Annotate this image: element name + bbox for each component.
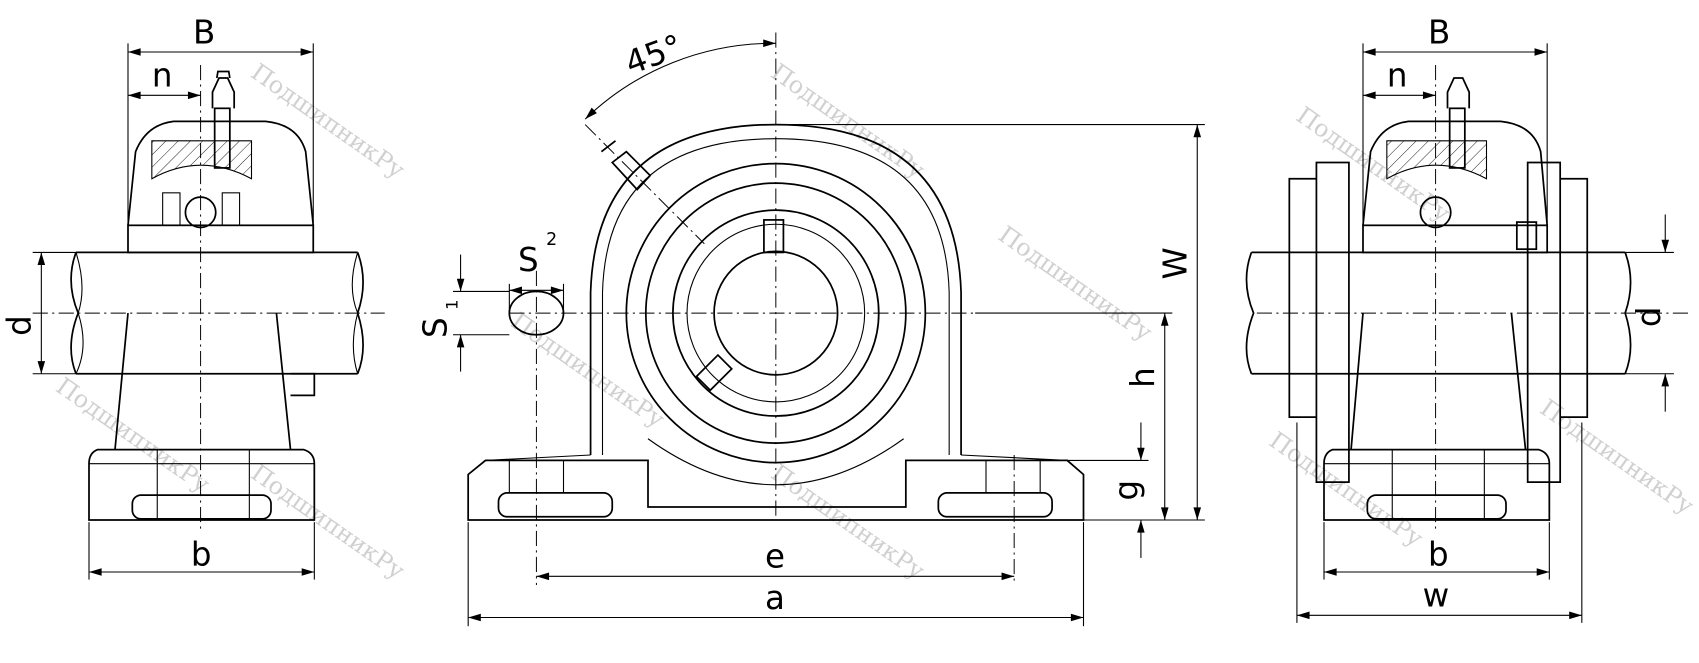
- watermark: ПодшипникРу: [246, 459, 410, 585]
- dim-h-label: h: [1124, 367, 1162, 388]
- dim-n-label: n: [152, 57, 173, 95]
- watermark: ПодшипникРу: [766, 58, 930, 184]
- dim-d-label: d: [1, 315, 39, 336]
- dim-B-label: B: [1428, 13, 1450, 51]
- side-view-right: B n d b w: [1245, 13, 1691, 623]
- dim-a-label: a: [765, 579, 785, 617]
- dim-e-label: e: [765, 538, 785, 576]
- dim-n-label: n: [1387, 57, 1408, 95]
- dim-S1-sub: 1: [442, 299, 461, 309]
- watermark: ПодшипникРу: [506, 307, 670, 433]
- watermark: ПодшипникРу: [993, 220, 1157, 346]
- watermark: ПодшипникРу: [51, 372, 215, 498]
- dim-g-label: g: [1108, 480, 1146, 501]
- dim-W-label: W: [1156, 247, 1194, 279]
- dim-S2-label: S: [518, 241, 539, 279]
- dim-B-label: B: [193, 13, 215, 51]
- watermark: ПодшипникРу: [1264, 426, 1428, 552]
- dim-w-label: w: [1423, 577, 1450, 615]
- dim-d-label: d: [1630, 307, 1668, 328]
- angle-45-label: 45°: [620, 27, 687, 82]
- dim-b-label: b: [191, 535, 212, 573]
- watermark: ПодшипникРу: [246, 58, 410, 184]
- side-view-left: B n d b: [1, 13, 385, 580]
- dim-S2-sup: 2: [546, 230, 557, 250]
- dim-S1-label: S: [417, 317, 455, 338]
- dim-b-label: b: [1428, 535, 1449, 573]
